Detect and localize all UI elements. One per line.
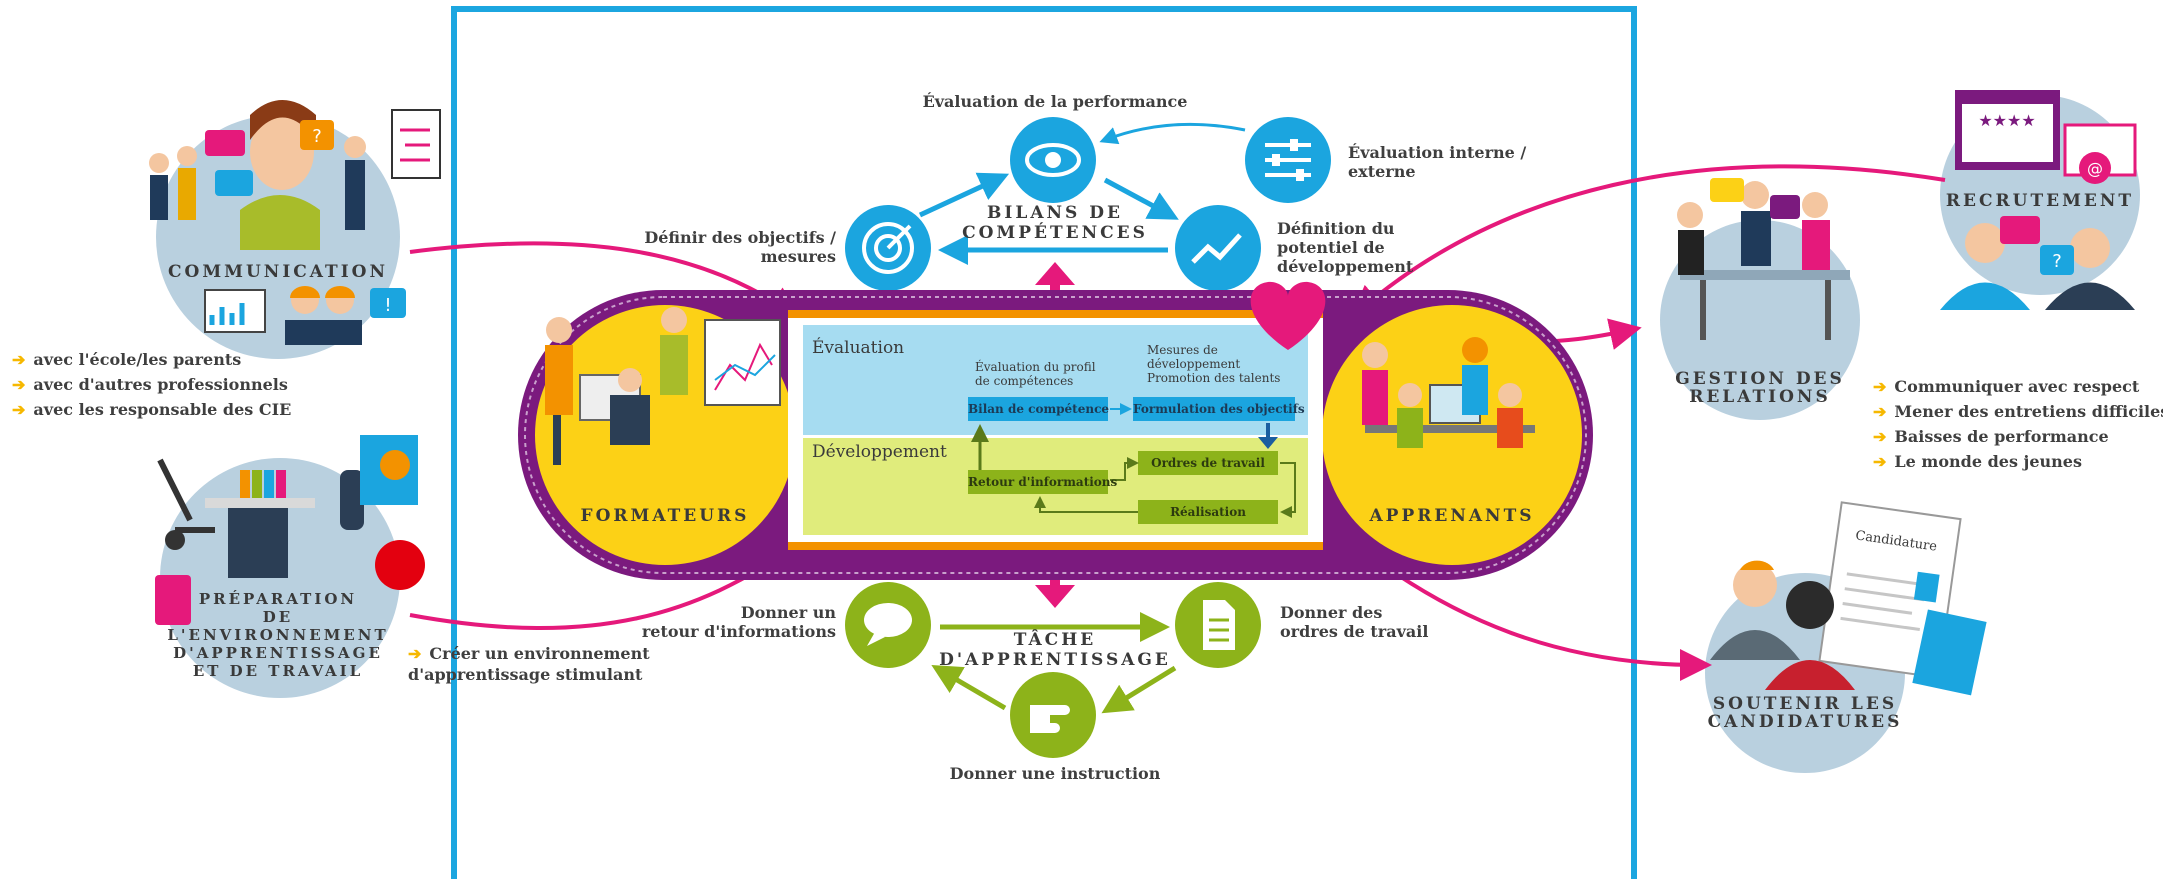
arrow-communication-center <box>409 241 800 319</box>
eval-performance-label: Évaluation de la performance <box>922 92 1188 111</box>
arrow-right-icon: ➔ <box>1873 427 1887 446</box>
heart-icon <box>1250 281 1326 350</box>
list-item: ➔Créer un environnement <box>408 644 650 663</box>
arrow-right-icon: ➔ <box>1873 377 1887 396</box>
tache-title: TÂCHE D'APPRENTISSAGE <box>939 630 1171 670</box>
arrow-recrutement-heart <box>1350 164 1946 318</box>
list-item: ➔Communiquer avec respect <box>1873 377 2140 396</box>
communication-list: ➔avec l'école/les parents ➔avec d'autres… <box>12 347 291 422</box>
arrow-right-icon: ➔ <box>12 400 26 419</box>
recrutement-title: RECRUTEMENT <box>1945 191 2135 211</box>
soutenir-illustration <box>1705 501 1987 773</box>
preparation-illustration <box>155 435 425 698</box>
svg-text:?: ? <box>2052 251 2062 272</box>
list-item: ➔avec d'autres professionnels <box>12 375 288 394</box>
svg-text:★★★★: ★★★★ <box>1978 111 2035 130</box>
arrow-right-icon: ➔ <box>12 375 26 394</box>
developpement-heading: Développement <box>812 442 947 462</box>
formateurs-illustration <box>545 307 781 465</box>
gestion-title: GESTION DES RELATIONS <box>1675 369 1845 407</box>
list-item: ➔avec l'école/les parents <box>12 350 242 369</box>
arrow-right-icon: ➔ <box>408 644 422 663</box>
definir-objectifs-label: Définir des objectifs / mesures <box>644 228 836 266</box>
bilans-title: BILANS DE COMPÉTENCES <box>962 203 1148 243</box>
eval-profil-label: Évaluation du profil de compétences <box>975 360 1096 388</box>
donner-ordres-label: Donner des ordres de travail <box>1280 603 1429 641</box>
bilan-pill: Bilan de compétence <box>968 402 1110 416</box>
soutenir-title: SOUTENIR LES CANDIDATURES <box>1707 694 1903 732</box>
gestion-illustration <box>1660 178 1860 420</box>
recrutement-illustration: ★★★★ @ ? <box>1940 90 2140 310</box>
evaluation-heading: Évaluation <box>812 338 905 358</box>
list-item: ➔Le monde des jeunes <box>1873 452 2082 471</box>
svg-text:?: ? <box>312 126 322 147</box>
apprenants-circle <box>1322 305 1582 565</box>
mesures-label: Mesures de développement Promotion des t… <box>1147 343 1281 385</box>
apprenants-label: APPRENANTS <box>1369 506 1535 526</box>
list-item: ➔Mener des entretiens difficiles <box>1873 402 2163 421</box>
preparation-list: ➔Créer un environnement d'apprentissage … <box>408 643 650 685</box>
arrow-right-icon: ➔ <box>1873 402 1887 421</box>
list-item: d'apprentissage stimulant <box>408 665 643 684</box>
communication-illustration: ? ! <box>149 100 441 359</box>
retour-pill: Retour d'informations <box>968 475 1118 489</box>
apprenants-illustration <box>1362 337 1535 448</box>
eval-interne-label: Évaluation interne / externe <box>1348 143 1527 181</box>
ordres-pill: Ordres de travail <box>1151 456 1265 470</box>
donner-instruction-label: Donner une instruction <box>949 764 1161 783</box>
arrow-right-icon: ➔ <box>12 350 26 369</box>
svg-text:!: ! <box>384 295 391 316</box>
list-item: ➔avec les responsable des CIE <box>12 400 292 419</box>
trend-up-icon <box>1175 205 1261 291</box>
communication-title: COMMUNICATION <box>167 262 389 282</box>
preparation-title: PRÉPARATION DE L'ENVIRONNEMENT D'APPRENT… <box>167 590 389 680</box>
formateurs-label: FORMATEURS <box>580 506 750 526</box>
donner-retour-label: Donner un retour d'informations <box>641 603 836 641</box>
list-item: ➔Baisses de performance <box>1873 427 2109 446</box>
svg-text:@: @ <box>2087 159 2103 178</box>
formulation-pill: Formulation des objectifs <box>1133 402 1305 416</box>
main-frame <box>451 6 1637 879</box>
gestion-list: ➔Communiquer avec respect ➔Mener des ent… <box>1873 374 2163 474</box>
realisation-pill: Réalisation <box>1170 505 1246 519</box>
potentiel-label: Définition du potentiel de développement <box>1277 219 1414 276</box>
arrow-right-icon: ➔ <box>1873 452 1887 471</box>
